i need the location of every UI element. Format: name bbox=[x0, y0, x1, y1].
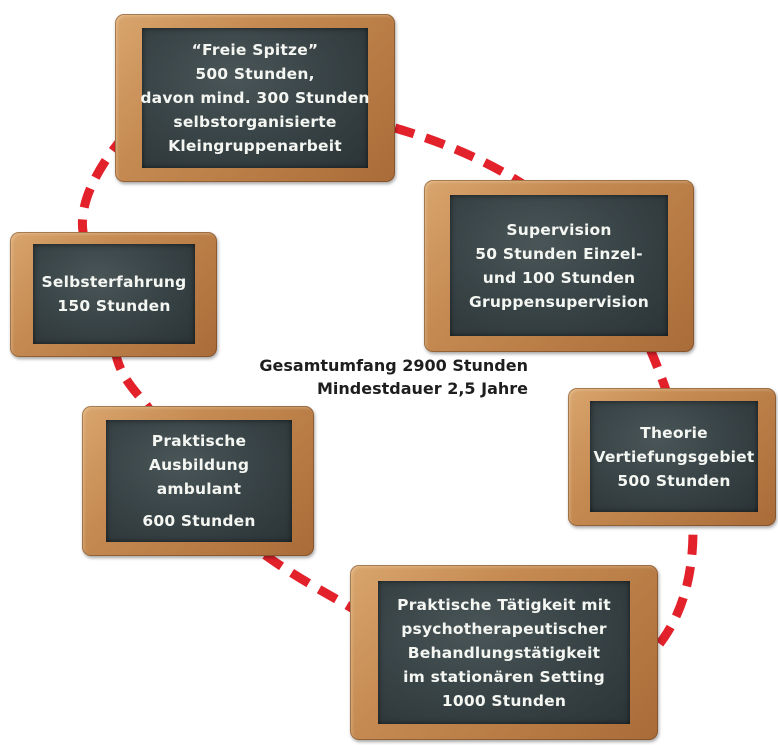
min-duration-text: Mindestdauer 2,5 Jahre bbox=[316, 379, 528, 398]
freie-spitze-line4: selbstorganisierte bbox=[173, 113, 337, 131]
total-summary: Gesamtumfang 2900 Stunden Mindestdauer 2… bbox=[259, 354, 528, 400]
freie-spitze-line5: Kleingruppenarbeit bbox=[168, 137, 342, 155]
freie-spitze-title: “Freie Spitze” bbox=[191, 41, 319, 59]
chalkboard-praktische-taetigkeit: Praktische Tätigkeit mit psychotherapeut… bbox=[378, 581, 630, 724]
slate-praktische-taetigkeit: Praktische Tätigkeit mit psychotherapeut… bbox=[350, 565, 658, 740]
chalkboard-praktische-ausbildung: Praktische Ausbildung ambulant 600 Stund… bbox=[106, 420, 292, 542]
supervision-line4: Gruppensupervision bbox=[469, 292, 649, 311]
theorie-hours: 500 Stunden bbox=[617, 471, 731, 490]
taetigkeit-line1: Praktische Tätigkeit mit bbox=[397, 595, 611, 614]
ausbildung-line3: ambulant bbox=[156, 480, 242, 498]
selbsterfahrung-title: Selbsterfahrung bbox=[41, 273, 187, 291]
supervision-title: Supervision bbox=[506, 220, 612, 239]
ausbildung-line2: Ausbildung bbox=[148, 456, 250, 474]
freie-spitze-hours: 500 Stunden, bbox=[195, 65, 315, 83]
slate-freie-spitze: “Freie Spitze” 500 Stunden, davon mind. … bbox=[115, 14, 395, 182]
slate-supervision: Supervision 50 Stunden Einzel- und 100 S… bbox=[424, 180, 694, 352]
ausbildung-hours: 600 Stunden bbox=[142, 512, 256, 530]
selbsterfahrung-hours: 150 Stunden bbox=[57, 297, 171, 315]
supervision-line2: 50 Stunden Einzel- bbox=[475, 244, 643, 263]
chalkboard-theorie: Theorie Vertiefungsgebiet 500 Stunden bbox=[590, 401, 758, 512]
freie-spitze-line3: davon mind. 300 Stunden bbox=[140, 89, 370, 107]
theorie-title: Theorie bbox=[640, 423, 708, 442]
taetigkeit-hours: 1000 Stunden bbox=[441, 691, 567, 710]
chalkboard-freie-spitze: “Freie Spitze” 500 Stunden, davon mind. … bbox=[140, 28, 370, 168]
slate-selbsterfahrung: Selbsterfahrung 150 Stunden bbox=[10, 232, 217, 357]
total-hours-text: Gesamtumfang 2900 Stunden bbox=[259, 356, 528, 375]
slate-praktische-ausbildung: Praktische Ausbildung ambulant 600 Stund… bbox=[82, 406, 314, 556]
slate-theorie: Theorie Vertiefungsgebiet 500 Stunden bbox=[568, 388, 776, 526]
ausbildung-line1: Praktische bbox=[151, 432, 247, 450]
taetigkeit-line4: im stationären Setting bbox=[403, 667, 605, 686]
taetigkeit-line3: Behandlungstätigkeit bbox=[407, 643, 601, 662]
theorie-line2: Vertiefungsgebiet bbox=[593, 447, 755, 466]
chalkboard-selbsterfahrung: Selbsterfahrung 150 Stunden bbox=[33, 244, 195, 344]
chalkboard-supervision: Supervision 50 Stunden Einzel- und 100 S… bbox=[450, 195, 668, 336]
supervision-line3: und 100 Stunden bbox=[482, 268, 636, 287]
taetigkeit-line2: psychotherapeutischer bbox=[401, 619, 607, 638]
